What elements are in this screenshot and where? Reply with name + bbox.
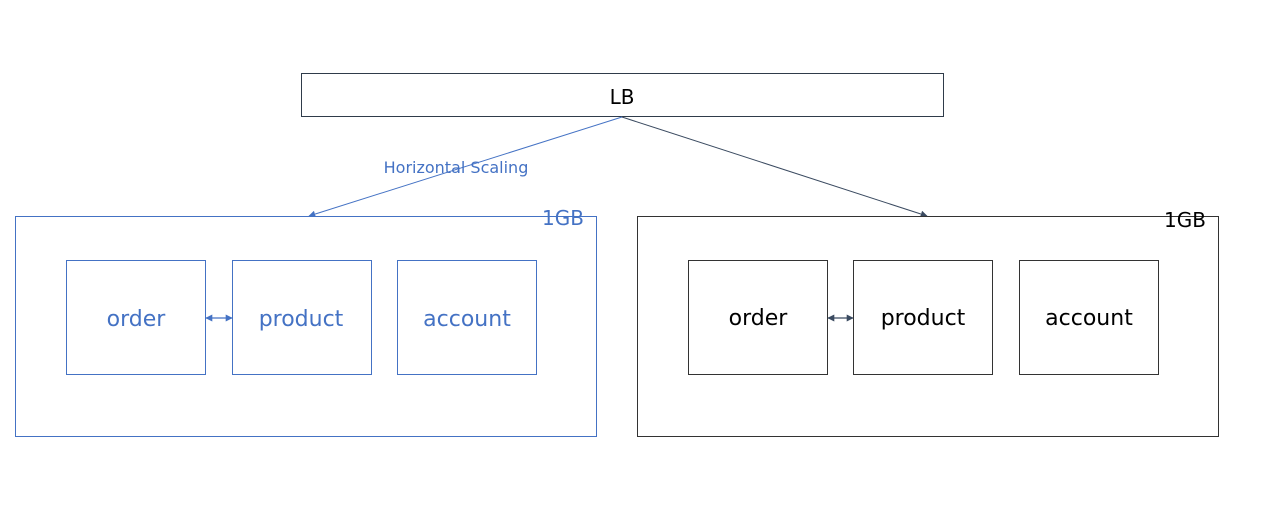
load-balancer-label: LB: [610, 85, 635, 109]
arrow-lb-to-server-2: [621, 116, 928, 218]
server-2-service-product-box: [853, 260, 993, 375]
server-1-service-account-label: account: [423, 307, 511, 332]
server-1-memory-label: 1GB: [542, 206, 584, 230]
server-2-service-account-box: [1019, 260, 1159, 375]
server-2-service-product-label: product: [881, 306, 966, 331]
server-2-service-order-box: [688, 260, 828, 375]
load-balancer-box: [301, 73, 944, 117]
server-1-service-product-label: product: [259, 307, 344, 332]
server-2-memory-label: 1GB: [1164, 208, 1206, 232]
server-1-service-order-box: [66, 260, 206, 375]
load-balancer: LB: [301, 73, 944, 117]
server-2: 1GB order product account: [637, 208, 1219, 437]
server-2-service-account-label: account: [1045, 306, 1133, 331]
server-1-service-order-label: order: [107, 307, 167, 332]
server-1-service-account-box: [397, 260, 537, 375]
server-1: 1GB order product account: [15, 206, 597, 437]
edge-label-horizontal-scaling: Horizontal Scaling: [384, 158, 529, 177]
server-2-service-order-label: order: [729, 306, 789, 331]
arrow-lb-to-server-1: [308, 116, 623, 218]
server-1-service-product-box: [232, 260, 372, 375]
